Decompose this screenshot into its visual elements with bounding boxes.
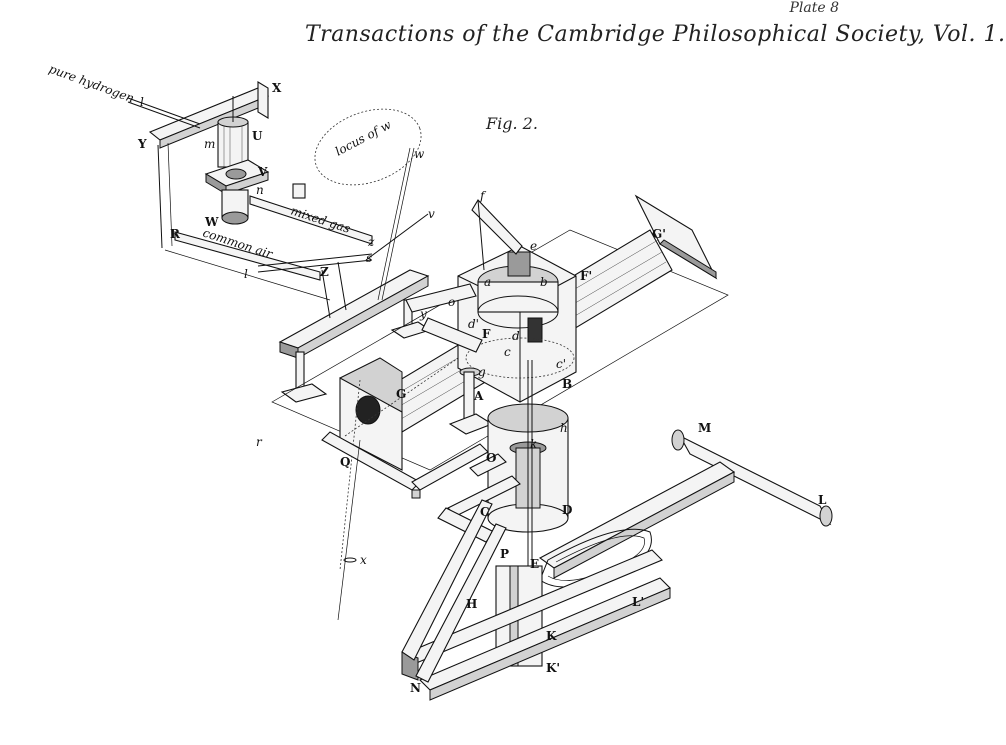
label-G: G <box>396 387 406 401</box>
port-hole <box>355 395 381 425</box>
label-c-prime: c' <box>556 357 566 371</box>
label-d: d <box>512 329 520 343</box>
cylinder-U <box>217 121 249 168</box>
label-Q: Q <box>340 455 350 469</box>
common-air-bar <box>174 231 321 281</box>
pure-hydrogen-label: pure hydrogen <box>47 62 136 106</box>
label-e: e <box>530 239 537 253</box>
label-G-prime: G' <box>652 227 666 241</box>
label-k: k <box>530 437 537 451</box>
label-o: o <box>448 295 455 309</box>
label-C: C <box>480 505 490 519</box>
label-s: s <box>366 251 372 265</box>
leg-N <box>401 499 493 661</box>
plate-page: { "header": { "plate": "Plate 8", "title… <box>46 0 1006 701</box>
label-L-prime: L' <box>632 595 644 609</box>
locus-ellipse <box>314 108 422 186</box>
label-K: K <box>546 629 557 643</box>
label-w: w <box>414 147 425 161</box>
mixed-gas-label: mixed gas <box>289 204 352 236</box>
valve-chamber <box>457 199 577 403</box>
label-L: L <box>818 493 827 507</box>
label-U: U <box>252 129 263 143</box>
label-x: x <box>360 553 367 567</box>
locus-of-w-label: locus of w <box>333 117 394 158</box>
label-d-prime: d' <box>468 317 479 331</box>
label-n: n <box>256 183 264 197</box>
label-A: A <box>473 389 484 403</box>
label-H: H <box>466 597 477 611</box>
label-W: W <box>204 215 219 229</box>
label-l-top: l <box>140 95 144 109</box>
label-g: g <box>478 365 486 379</box>
journal-title: Transactions of the Cambridge Philosophi… <box>305 22 1006 47</box>
label-f: f <box>479 189 487 203</box>
apparatus-engraving: locus of w <box>47 62 833 701</box>
label-K-prime: K' <box>546 661 560 675</box>
base-frame <box>401 499 671 701</box>
label-r: r <box>256 435 263 449</box>
lever-ML <box>538 429 833 641</box>
post-A <box>448 367 494 435</box>
label-Y: Y <box>137 137 147 151</box>
label-F: F <box>482 327 491 341</box>
label-V: V <box>257 165 268 179</box>
label-Z: Z <box>320 265 329 279</box>
gas-regulator-frame <box>127 81 373 301</box>
label-X: X <box>272 81 282 95</box>
label-M: M <box>698 421 711 435</box>
label-E: E <box>530 557 539 571</box>
label-N: N <box>410 681 421 695</box>
label-y: y <box>419 307 427 321</box>
label-D: D <box>562 503 572 517</box>
drum-assembly <box>487 360 569 580</box>
label-B: B <box>562 377 572 391</box>
figure-caption: Fig. 2. <box>486 114 538 133</box>
label-O: O <box>486 451 496 465</box>
label-z: z <box>367 235 375 249</box>
label-R: R <box>170 227 181 241</box>
label-F-prime: F' <box>580 269 592 283</box>
label-c: c <box>504 345 511 359</box>
top-bar <box>148 87 270 141</box>
label-m: m <box>204 137 215 151</box>
mixed-gas-bar <box>249 195 373 245</box>
label-P: P <box>500 547 509 561</box>
label-h: h <box>560 421 568 435</box>
plate-number: Plate 8 <box>789 0 839 16</box>
central-rails <box>257 147 432 403</box>
label-v: v <box>428 207 435 221</box>
label-b: b <box>540 275 548 289</box>
top-nut <box>507 251 531 277</box>
label-a: a <box>484 275 491 289</box>
label-l-mid: l <box>244 267 248 281</box>
lever-arm <box>405 283 477 313</box>
